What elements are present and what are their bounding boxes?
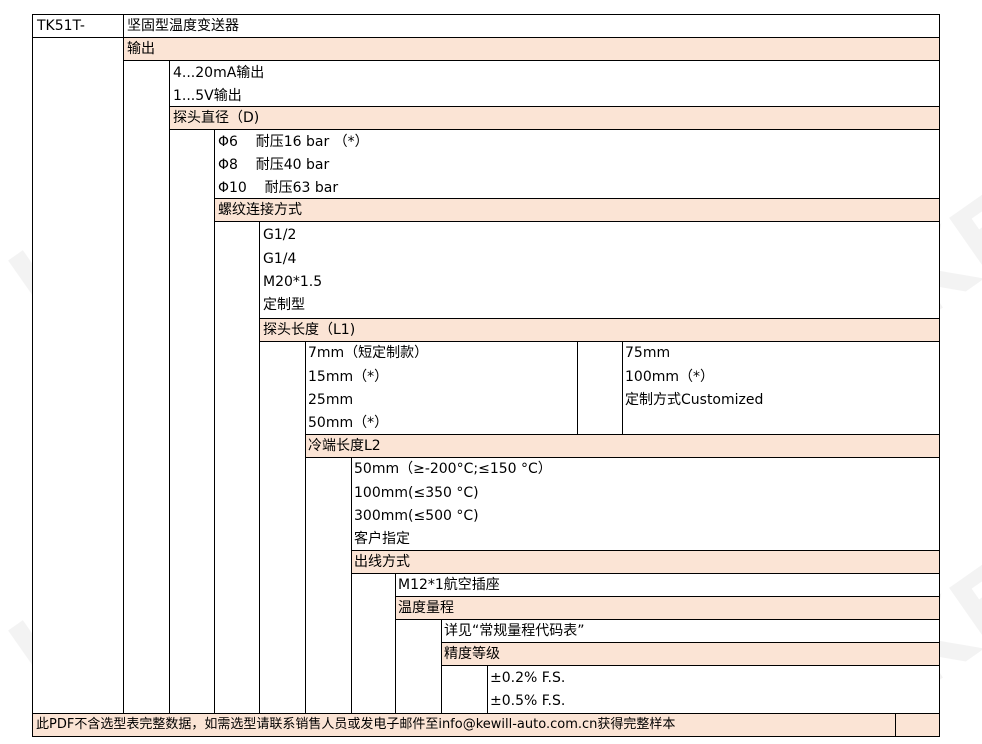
- option-item: 客户指定: [354, 531, 410, 547]
- col-level-2: [169, 106, 215, 714]
- footer-note: 此PDF不含选型表完整数据，如需选型请联系销售人员或发电子邮件至info@kew…: [36, 717, 676, 732]
- col-level-6: [351, 550, 396, 714]
- outlet-header: 出线方式: [351, 550, 940, 574]
- thread-header: 螺纹连接方式: [214, 198, 940, 222]
- option-item: 50mm（*）: [308, 415, 389, 431]
- probe-length-options-left: 7mm（短定制款） 15mm（*） 25mm 50mm（*）: [305, 341, 578, 435]
- option-item: 75mm: [625, 345, 671, 361]
- outlet-options: M12*1航空插座: [395, 573, 940, 597]
- col-model: [32, 14, 124, 714]
- option-item: G1/2: [263, 227, 297, 243]
- probe-length-header: 探头长度（L1): [259, 318, 940, 342]
- option-item: ±0.5% F.S.: [490, 693, 566, 709]
- product-name: 坚固型温度变送器: [127, 18, 239, 34]
- option-item: Φ6 耐压16 bar （*）: [218, 134, 369, 150]
- option-item: Φ8 耐压40 bar: [218, 157, 330, 173]
- footer-note-cell: 此PDF不含选型表完整数据，如需选型请联系销售人员或发电子邮件至info@kew…: [32, 713, 896, 737]
- option-item: 25mm: [308, 392, 354, 408]
- option-item: 50mm（≥-200°C;≤150 °C）: [354, 461, 552, 477]
- option-item: 定制型: [263, 297, 305, 313]
- accuracy-options: ±0.2% F.S. ±0.5% F.S.: [487, 665, 940, 714]
- output-options: 4...20mA输出 1...5V输出: [169, 60, 940, 107]
- option-item: 100mm（*）: [625, 369, 714, 385]
- temp-range-header: 温度量程: [395, 596, 940, 620]
- option-item: G1/4: [263, 251, 297, 267]
- option-item: 定制方式Customized: [625, 392, 764, 408]
- thread-options: G1/2 G1/4 M20*1.5 定制型: [259, 221, 940, 319]
- option-item: 7mm（短定制款）: [308, 345, 429, 361]
- option-item: 15mm（*）: [308, 369, 389, 385]
- probe-diameter-options: Φ6 耐压16 bar （*） Φ8 耐压40 bar Φ10 耐压63 bar: [214, 129, 940, 199]
- col-level-4: [259, 318, 306, 714]
- col-level-5: [305, 434, 352, 714]
- footer-end-cell: [895, 713, 940, 737]
- option-item: M20*1.5: [263, 274, 323, 290]
- option-item: 300mm(≤500 °C): [354, 508, 479, 524]
- col-level-1: [123, 60, 170, 714]
- probe-diameter-header: 探头直径（D): [169, 106, 940, 130]
- option-item: 详见“常规量程代码表”: [444, 623, 585, 639]
- option-item: M12*1航空插座: [398, 577, 500, 593]
- option-item: Φ10 耐压63 bar: [218, 180, 339, 196]
- product-name-cell: 坚固型温度变送器: [123, 14, 940, 38]
- option-item: 100mm(≤350 °C): [354, 485, 479, 501]
- cold-end-options: 50mm（≥-200°C;≤150 °C） 100mm(≤350 °C) 300…: [351, 457, 940, 551]
- temp-range-options: 详见“常规量程代码表”: [441, 619, 940, 643]
- option-item: 4...20mA输出: [173, 65, 265, 81]
- accuracy-header: 精度等级: [441, 642, 940, 666]
- col-level-3: [214, 198, 260, 714]
- cold-end-header: 冷端长度L2: [305, 434, 940, 458]
- model-code-cell: TK51T-: [32, 14, 124, 38]
- probe-length-options-right: 75mm 100mm（*） 定制方式Customized: [622, 341, 940, 435]
- model-code: TK51T-: [37, 18, 85, 34]
- option-item: ±0.2% F.S.: [490, 670, 566, 686]
- probe-length-spacer: [577, 341, 623, 435]
- output-header: 输出: [123, 37, 940, 61]
- option-item: 1...5V输出: [173, 88, 242, 104]
